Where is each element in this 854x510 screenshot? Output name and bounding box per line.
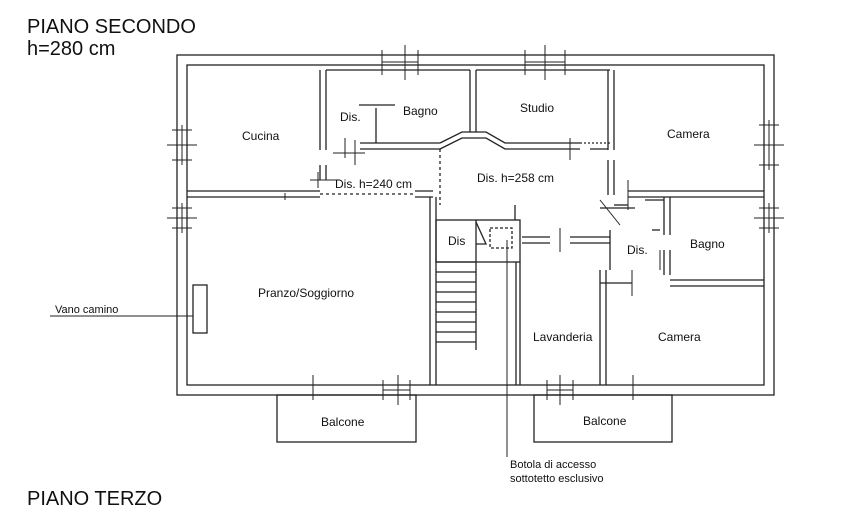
room-bagno-right: Bagno: [690, 237, 725, 251]
room-cucina: Cucina: [242, 129, 280, 143]
botola-label-line2: sottotetto esclusivo: [510, 473, 604, 485]
floor-title: PIANO SECONDO: [27, 16, 196, 38]
room-dis-top: Dis.: [340, 110, 361, 124]
balcony-left: [276, 394, 417, 443]
room-bagno-top: Bagno: [403, 104, 438, 118]
room-pranzo-soggiorno: Pranzo/Soggiorno: [258, 286, 354, 300]
botola-label-line1: Botola di accesso: [510, 459, 596, 471]
room-balcone-left: Balcone: [321, 415, 365, 429]
fireplace-niche: [192, 284, 208, 334]
room-dis-right: Dis.: [627, 243, 648, 257]
stair-treads: [436, 261, 477, 350]
room-balcone-right: Balcone: [583, 414, 627, 428]
window-marks: [167, 45, 784, 405]
walls: [50, 54, 775, 457]
room-dis-258: Dis. h=258 cm: [477, 171, 554, 185]
outer-wall-inner: [186, 64, 765, 386]
room-camera-top: Camera: [667, 127, 710, 141]
room-lavanderia: Lavanderia: [533, 330, 593, 344]
vano-camino-label: Vano camino: [55, 304, 118, 316]
balcony-right: [533, 394, 673, 443]
outer-wall-outer: [176, 54, 775, 396]
room-dis-240: Dis. h=240 cm: [335, 177, 412, 191]
room-studio: Studio: [520, 101, 554, 115]
room-dis-stair: Dis: [448, 234, 465, 248]
room-camera-bottom: Camera: [658, 330, 701, 344]
floor-height: h=280 cm: [27, 38, 116, 60]
